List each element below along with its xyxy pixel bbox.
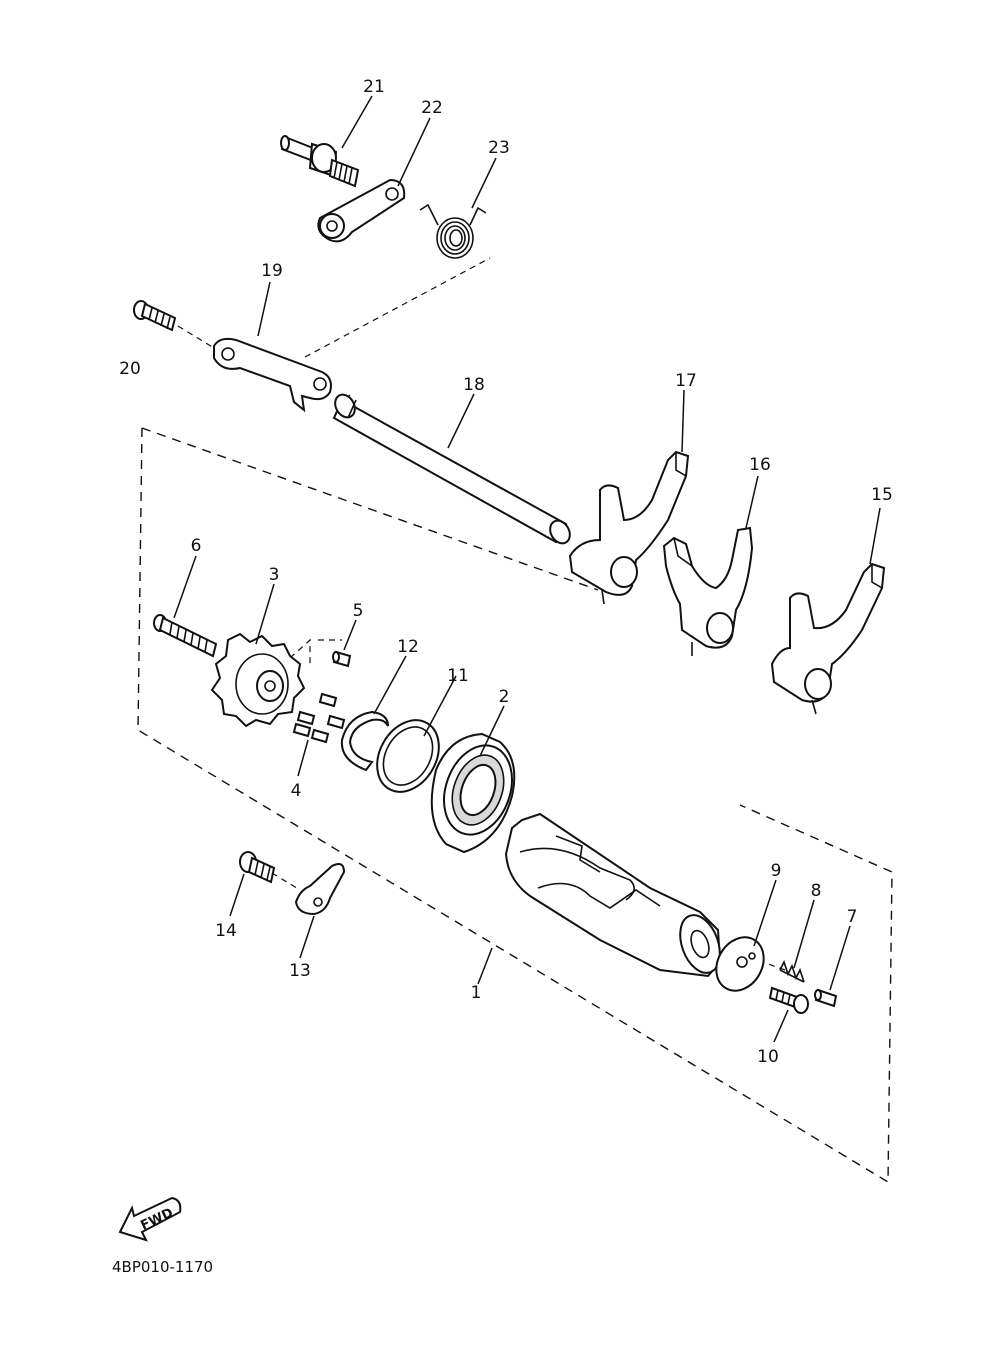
screw-20 bbox=[133, 300, 177, 332]
dowel-pin bbox=[332, 650, 352, 668]
assembly-boundary bbox=[137, 427, 893, 1184]
screw-10 bbox=[768, 986, 809, 1014]
label-17: 17 bbox=[675, 371, 697, 391]
shift-fork-16 bbox=[662, 526, 754, 656]
circlip bbox=[340, 710, 389, 772]
label-10: 10 bbox=[757, 1047, 779, 1067]
mounting-line-top bbox=[304, 257, 491, 358]
segment-plate bbox=[213, 337, 332, 413]
pin-7 bbox=[814, 988, 838, 1008]
label-2: 2 bbox=[499, 687, 510, 707]
drum-plate bbox=[715, 936, 765, 992]
label-8: 8 bbox=[811, 881, 822, 901]
label-21: 21 bbox=[363, 77, 385, 97]
label-16: 16 bbox=[749, 455, 771, 475]
shift-drum bbox=[504, 812, 722, 978]
label-3: 3 bbox=[269, 565, 280, 585]
label-6: 6 bbox=[191, 536, 202, 556]
stopper-plate bbox=[294, 863, 346, 916]
label-19: 19 bbox=[261, 261, 283, 281]
label-1: 1 bbox=[471, 983, 482, 1003]
label-23: 23 bbox=[488, 138, 510, 158]
shift-cam-segment bbox=[210, 632, 306, 728]
label-20: 20 bbox=[119, 359, 141, 379]
label-22: 22 bbox=[421, 98, 443, 118]
washer-ring bbox=[376, 719, 440, 793]
label-15: 15 bbox=[871, 485, 893, 505]
shift-fork-15 bbox=[770, 562, 886, 715]
stopper-lever bbox=[317, 178, 406, 243]
mounting-line-screw bbox=[177, 325, 215, 349]
screw-6 bbox=[153, 614, 218, 658]
shift-fork-17 bbox=[568, 450, 690, 605]
mounting-line-bolt bbox=[271, 872, 301, 891]
label-9: 9 bbox=[771, 861, 782, 881]
pins bbox=[292, 692, 346, 744]
label-5: 5 bbox=[353, 601, 364, 621]
label-13: 13 bbox=[289, 961, 311, 981]
label-4: 4 bbox=[291, 781, 302, 801]
label-14: 14 bbox=[215, 921, 237, 941]
diagram-code: 4BP010-1170 bbox=[112, 1258, 213, 1276]
label-11: 11 bbox=[447, 666, 469, 686]
spring bbox=[779, 959, 805, 983]
label-12: 12 bbox=[397, 637, 419, 657]
label-7: 7 bbox=[847, 907, 858, 927]
bearing bbox=[430, 732, 516, 854]
fwd-arrow-icon: FWD bbox=[118, 1196, 182, 1242]
part-number-labels: 21 22 23 19 20 18 17 16 15 6 3 5 12 11 2… bbox=[119, 77, 893, 1067]
stopper-bolt bbox=[280, 135, 360, 188]
shift-fork-guide-bar bbox=[332, 393, 571, 545]
screw-14 bbox=[239, 851, 276, 884]
mounting-line-cam bbox=[289, 638, 342, 665]
torsion-spring bbox=[419, 203, 487, 259]
label-18: 18 bbox=[463, 375, 485, 395]
leader-lines bbox=[173, 95, 881, 1043]
